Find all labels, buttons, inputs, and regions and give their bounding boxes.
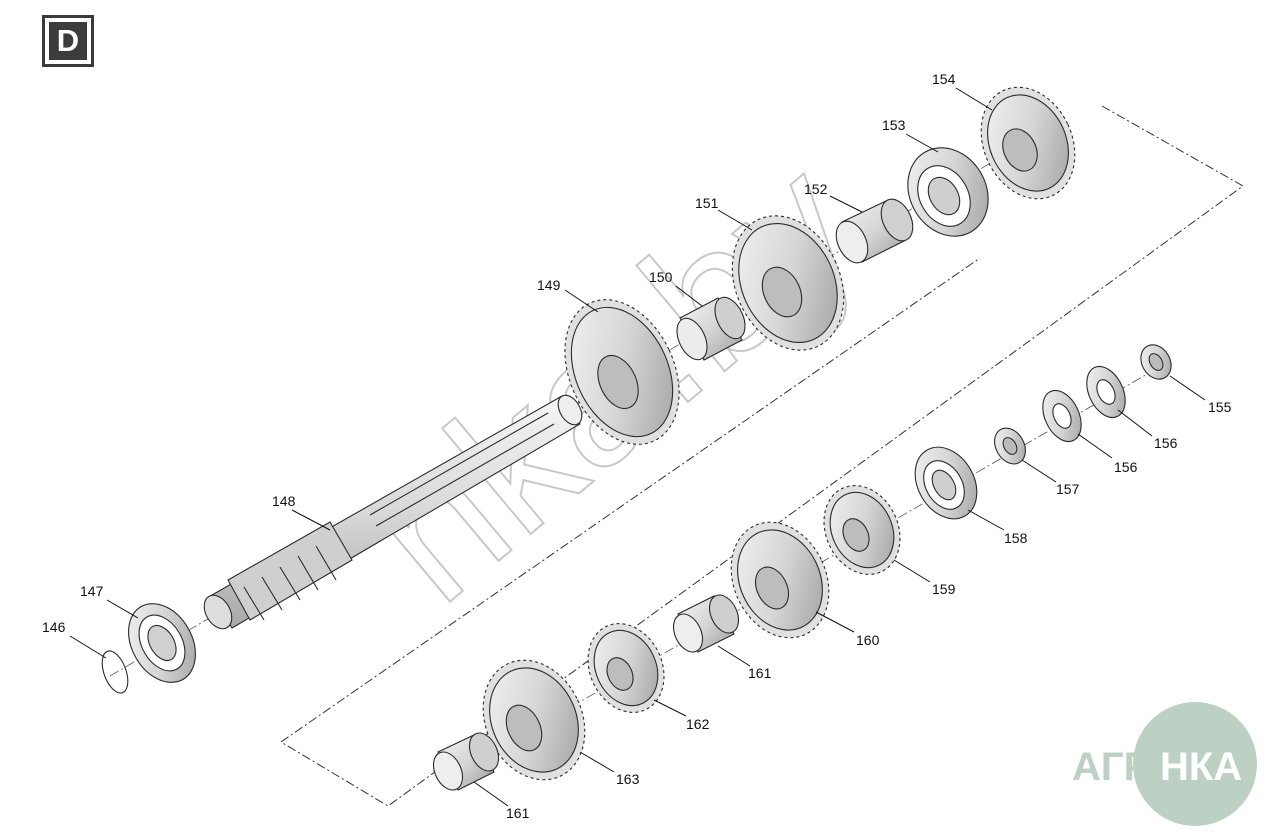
section-badge: D [42,15,94,67]
bushing-150 [676,296,746,361]
logo-right-text: НКА [1160,745,1242,789]
callout-149: 149 [537,277,561,293]
callout-155: 155 [1208,399,1232,415]
callout-148: 148 [272,493,296,509]
callout-153: 153 [882,117,906,133]
callout-163: 163 [616,771,640,787]
callout-156b: 156 [1114,459,1138,475]
callout-152: 152 [804,181,828,197]
washer-156b [1042,389,1082,443]
callouts: 146 147 148 149 150 151 152 153 154 155 … [42,71,1232,821]
bearing-147 [128,603,196,683]
callout-156a: 156 [1154,435,1178,451]
sleeve-152 [835,198,914,264]
callout-161a: 161 [748,665,772,681]
gear-154 [980,86,1076,200]
washer-156a [1086,365,1126,419]
bearing-158 [914,446,978,520]
gear-149 [564,299,680,445]
bushing-161b [432,732,500,791]
callout-151: 151 [695,195,719,211]
circlip-146 [101,650,129,694]
nut-155 [1140,344,1172,380]
gear-162 [587,623,665,713]
gear-163 [482,659,586,781]
bearing-153 [907,147,989,237]
section-letter: D [49,22,87,60]
callout-162: 162 [686,716,710,732]
callout-161b: 161 [506,805,530,821]
logo-left-text: АГРО [1072,745,1181,789]
shaft-148 [203,394,583,630]
gear-160 [730,521,830,639]
callout-157: 157 [1056,481,1080,497]
callout-146: 146 [42,619,66,635]
callout-154: 154 [932,71,956,87]
callout-158: 158 [1004,530,1028,546]
agronka-logo: АГРО НКА [1072,702,1257,826]
group-frame [280,105,1244,807]
callout-150: 150 [649,269,673,285]
leader-lines [69,87,1206,807]
callout-147: 147 [80,583,104,599]
bushing-161a [672,594,740,653]
gear-159 [823,485,901,575]
gear-151 [731,215,845,351]
nut-157 [994,427,1026,465]
callout-159: 159 [932,581,956,597]
callout-160: 160 [856,632,880,648]
